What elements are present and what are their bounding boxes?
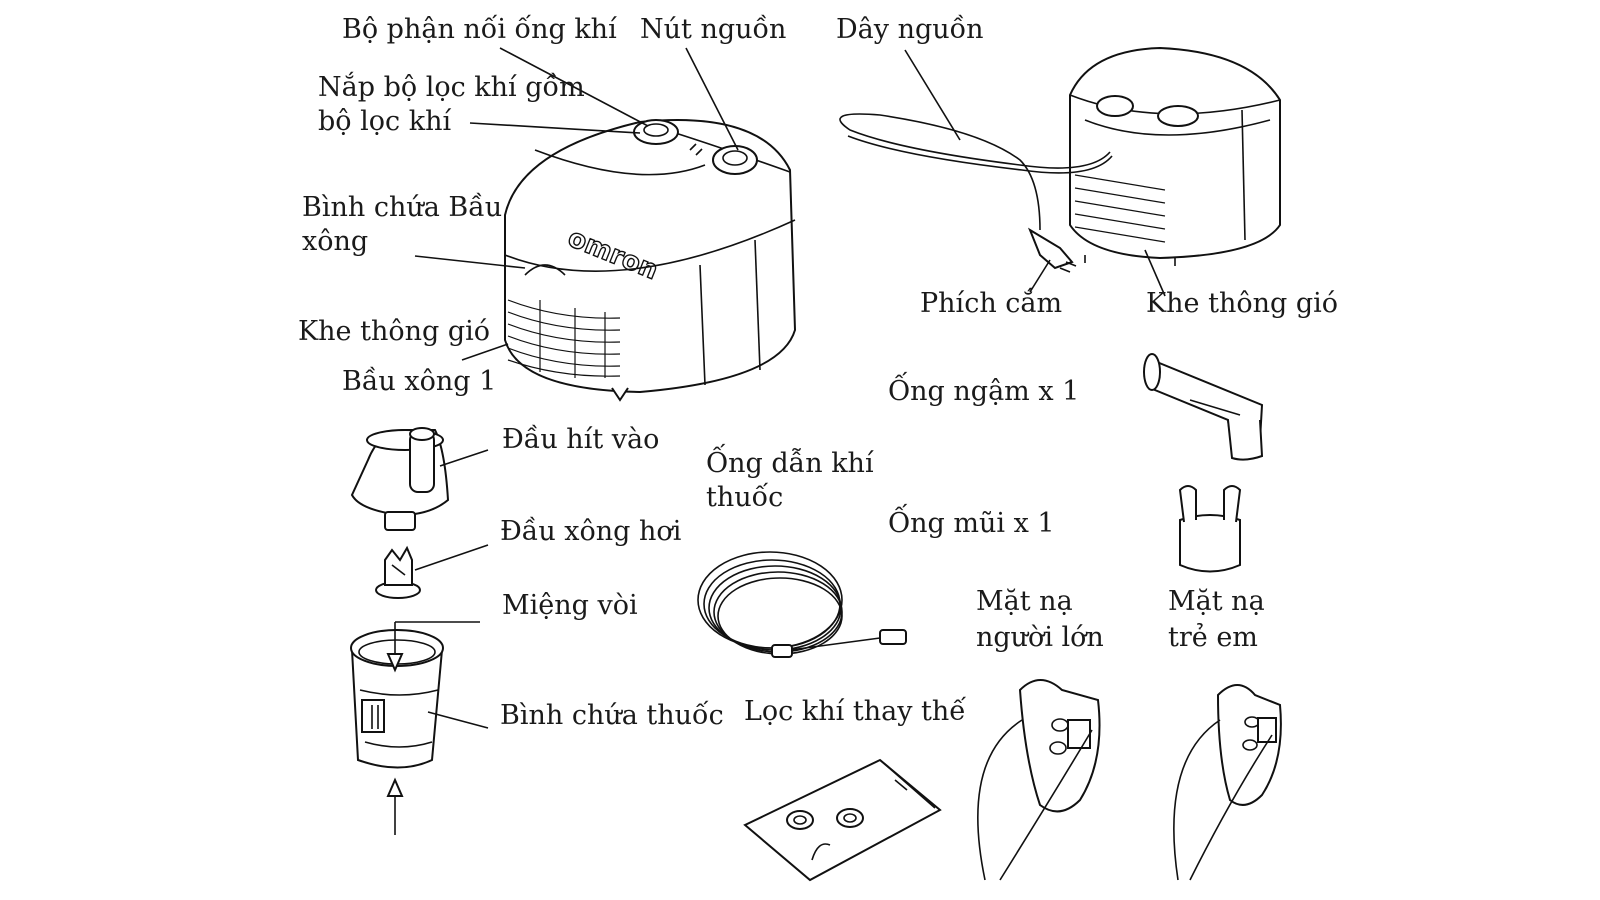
label-air-tube-line1: Ống dẫn khí (706, 448, 874, 479)
label-air-vent-right: Khe thông gió (1146, 288, 1339, 319)
compressor-back-view (1069, 46, 1281, 266)
label-nozzle: Miệng vòi (502, 590, 638, 621)
label-nebulizer-kit: Bầu xông 1 (342, 366, 497, 397)
medication-tank-drawing (350, 629, 444, 769)
adult-mask-drawing (977, 679, 1101, 881)
label-nasal-piece: Ống mũi x 1 (888, 508, 1055, 539)
label-power-switch: Nút nguồn (640, 14, 787, 45)
label-air-vent-left: Khe thông gió (298, 316, 491, 347)
label-child-mask-line1: Mặt nạ (1168, 586, 1265, 617)
label-mouthpiece: Ống ngậm x 1 (888, 376, 1080, 407)
label-medication-tank: Bình chứa thuốc (500, 700, 724, 731)
nasal-piece-drawing (1178, 485, 1242, 573)
air-tube-coil-drawing (697, 551, 907, 658)
label-power-cord: Dây nguồn (836, 14, 984, 45)
label-baffle: Đầu xông hơi (500, 516, 682, 547)
label-plug: Phích cắm (920, 288, 1063, 319)
label-adult-mask-line2: người lớn (976, 622, 1104, 653)
label-child-mask-line2: trẻ em (1168, 622, 1258, 653)
label-air-filter-cover-line2: bộ lọc khí (318, 106, 452, 137)
compressor-front-view (504, 119, 797, 402)
label-inhalation-top: Đầu hít vào (502, 424, 660, 455)
power-cord-drawing (839, 113, 1111, 231)
inhalation-top-drawing (350, 427, 450, 531)
child-mask-drawing (1173, 684, 1282, 881)
label-adult-mask-line1: Mặt nạ (976, 586, 1073, 617)
label-air-tube-line2: thuốc (706, 482, 784, 513)
mouthpiece-drawing (1143, 353, 1264, 461)
label-air-filter-cover-line1: Nắp bộ lọc khí gồm (318, 72, 585, 103)
label-nebulizer-holder-line1: Bình chứa Bầu (302, 192, 503, 223)
label-spare-filter: Lọc khí thay thế (744, 696, 966, 727)
label-nebulizer-holder-line2: xông (302, 226, 369, 257)
label-air-tube-connector: Bộ phận nối ống khí (342, 14, 617, 45)
baffle-drawing (375, 545, 421, 599)
spare-filter-packet-drawing (743, 758, 942, 882)
